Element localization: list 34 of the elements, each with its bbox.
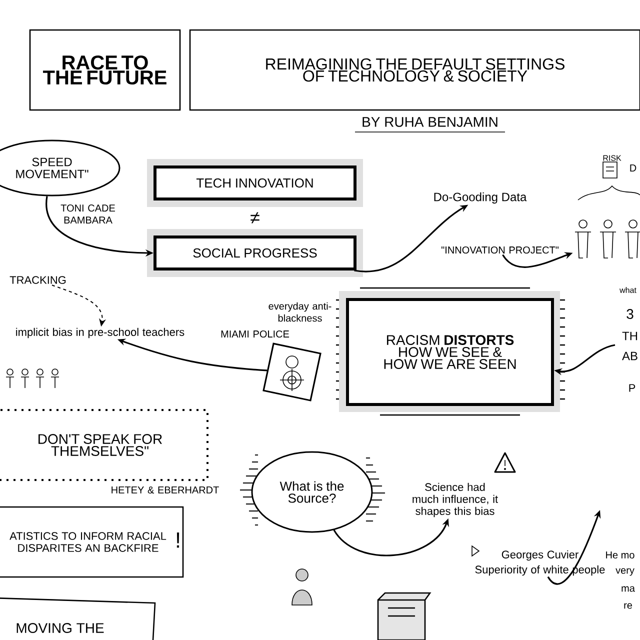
- caption-text: HETEY & EBERHARDT: [112, 486, 219, 494]
- label-text: ≠: [250, 212, 260, 224]
- people-drawing: [574, 220, 640, 258]
- quote-box: DON'T SPEAK FOR THEMSELVES": [0, 409, 208, 481]
- police-badge-drawing: [262, 342, 322, 402]
- caption-text: everyday anti-blackness: [268, 302, 332, 322]
- label-text: !: [176, 532, 180, 548]
- label-text: TH: [622, 332, 638, 340]
- note-text: TRACKING: [10, 276, 66, 284]
- label-text: 3: [626, 309, 634, 319]
- label-text: He mo: [606, 552, 634, 558]
- label-text: BY RUHA BENJAMIN: [362, 117, 498, 127]
- label-text: MOVING THE: [16, 623, 104, 633]
- label-text: P: [629, 384, 636, 392]
- speech-bubble: What is the Source?: [251, 451, 373, 533]
- note-text: Do-Gooding Data: [434, 192, 527, 204]
- label-text: very: [616, 568, 634, 576]
- speech-bubble: SPEED MOVEMENT": [0, 140, 120, 196]
- label-text: RISK: [603, 155, 622, 161]
- concept-box: SOCIAL PROGRESS: [154, 236, 356, 270]
- title-box: RACE TO THE FUTURE: [29, 29, 181, 111]
- caption-text: TONI CADE BAMBARA: [60, 204, 115, 224]
- title-box: REIMAGINING THE DEFAULT SETTINGS OF TECHNOLOGY & SOCIETY: [189, 29, 640, 111]
- note-text: "INNOVATION PROJECT": [442, 246, 558, 254]
- note-text: Science had much influence, it shapes this bias: [412, 482, 498, 518]
- concept-box: RACISM DISTORTS HOW WE SEE & HOW WE ARE SEEN: [346, 298, 554, 406]
- concept-box: TECH INNOVATION: [154, 166, 356, 200]
- note-text: implicit bias in pre-school teachers: [16, 328, 184, 338]
- label-text: what: [620, 287, 636, 293]
- label-text: AB: [622, 352, 638, 360]
- caption-text: MIAMI POLICE: [221, 330, 290, 338]
- label-text: ma: [622, 586, 635, 592]
- label-text: re: [624, 603, 632, 609]
- label-text: D: [630, 164, 636, 172]
